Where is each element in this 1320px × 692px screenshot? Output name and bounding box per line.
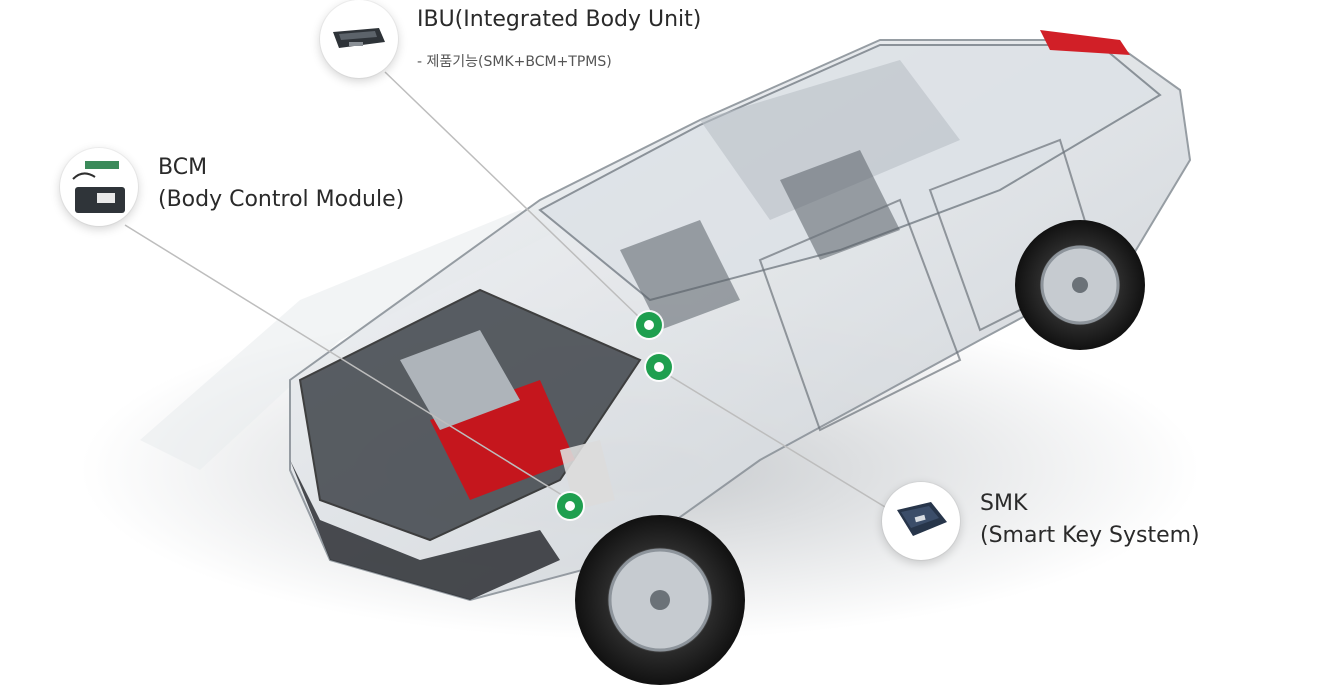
marker-bcm[interactable] <box>557 493 583 519</box>
wheel-front <box>575 515 745 685</box>
car-sunroof <box>700 60 960 220</box>
ibu-title: IBU(Integrated Body Unit) <box>417 7 702 32</box>
ibu-subtitle: - 제품기능(SMK+BCM+TPMS) <box>417 54 612 70</box>
circuit-module-icon <box>72 161 125 213</box>
wheel-rear <box>1015 220 1145 350</box>
engine-cover <box>400 330 520 430</box>
leader-line-ibu <box>384 71 641 319</box>
marker-ibu[interactable] <box>636 312 662 338</box>
leader-line-smk <box>659 369 891 511</box>
bcm-title-detail: (Body Control Module) <box>158 187 405 212</box>
bcm-title: BCM <box>158 155 208 180</box>
smk-thumbnail <box>882 482 960 560</box>
front-bumper <box>290 460 560 600</box>
ibu-thumbnail <box>320 0 398 78</box>
ecu-module-icon <box>333 28 385 48</box>
smart-key-module-icon <box>897 502 947 536</box>
car-seat-rear <box>780 150 900 260</box>
leader-line-bcm <box>124 224 571 501</box>
smk-title-detail: (Smart Key System) <box>980 523 1200 548</box>
bcm-thumbnail <box>60 148 138 226</box>
door-front <box>758 198 962 432</box>
marker-smk[interactable] <box>646 354 672 380</box>
tail-light <box>1040 30 1130 55</box>
smk-title: SMK <box>980 491 1028 516</box>
car-seat-front <box>620 220 740 330</box>
fuse-box <box>560 440 615 510</box>
